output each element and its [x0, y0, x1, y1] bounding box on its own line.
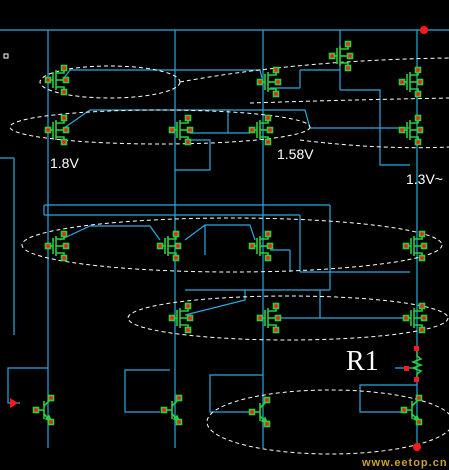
group-outlines: [9, 57, 449, 455]
resistor-label-r1: R1: [346, 346, 379, 377]
group-top-right-tail: [179, 57, 449, 83]
mos-transistor-middle-mirror-1: [44, 230, 70, 262]
voltage-label-1v3: 1.3V~: [406, 171, 443, 187]
mos-transistor-middle-mirror-3: [248, 230, 274, 262]
mos-transistor-middle-mirror-4: [402, 230, 428, 262]
mos-transistor-pmos-cascode-2: [168, 114, 194, 146]
voltage-label-1v8: 1.8V: [50, 155, 79, 171]
bjt-transistor-bottom-bjt-1: [32, 394, 55, 426]
ground-terminal: [413, 443, 421, 451]
mos-transistor-nmos-cascode-2: [256, 302, 282, 334]
mos-transistor-nmos-cascode-1: [168, 302, 194, 334]
watermark: www.eetop.cn: [362, 457, 448, 469]
voltage-label-1v58: 1.58V: [277, 146, 314, 162]
group-cascode-tail: [299, 139, 449, 149]
group-nmos-cascode: [127, 295, 449, 341]
group-middle-mirror: [21, 217, 443, 273]
mos-transistor-top-pmos-mirror-4: [398, 66, 424, 98]
port-square: [3, 53, 9, 59]
supply-terminal: [420, 26, 428, 34]
devices: [32, 40, 428, 428]
resistor-r1: [404, 346, 424, 382]
group-top-right-tail-2: [249, 97, 449, 104]
group-cascode: [9, 109, 311, 145]
mos-transistor-pmos-cascode-3: [248, 114, 274, 146]
mos-transistor-pmos-cascode-4: [398, 114, 424, 146]
bjt-transistor-bottom-bjt-2: [160, 394, 183, 426]
input-pin-marker: [10, 398, 18, 408]
bjt-transistor-bottom-bjt-3: [248, 396, 271, 428]
mos-transistor-pmos-cascode-1: [44, 114, 70, 146]
mos-transistor-top-pmos-mirror-2: [256, 66, 282, 98]
bjt-transistor-bottom-bjt-4: [400, 394, 423, 426]
mos-transistor-top-pmos-mirror-1: [44, 64, 70, 96]
mos-transistor-top-pmos-mirror-3: [328, 40, 354, 72]
mos-transistor-nmos-cascode-3: [402, 302, 428, 334]
mos-transistor-middle-mirror-2: [156, 230, 182, 262]
